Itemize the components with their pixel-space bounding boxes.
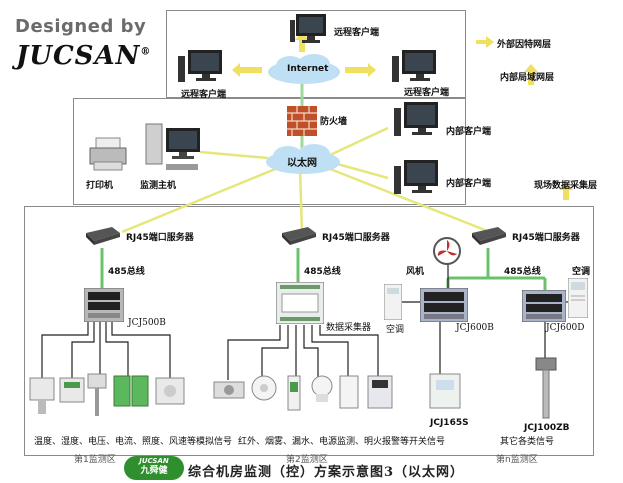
zone2-sensors	[213, 375, 393, 411]
footer-logo: JUCSAN 九舜健	[124, 456, 184, 480]
field-layer-box	[24, 206, 594, 456]
internal-client-1-label: 内部客户端	[446, 127, 492, 137]
zone3-signals-label: 其它各类信号	[500, 437, 555, 447]
firewall-icon	[287, 106, 317, 136]
bus-2-label: 485总线	[304, 267, 341, 277]
footer-logo-cn: 九舜健	[140, 466, 168, 476]
zone1-signals-label: 温度、湿度、电压、电流、照度、风速等模拟信号	[34, 437, 233, 447]
jcj600b-controller-icon	[420, 288, 468, 322]
external-layer-label: 外部因特网层	[497, 40, 552, 50]
eth-to-client1-line	[329, 126, 389, 157]
diagram-caption: 综合机房监测（控）方案示意图3（以太网）	[188, 465, 465, 480]
jcj500b-controller-icon	[84, 288, 124, 322]
server-2-label: RJ45端口服务器	[322, 233, 390, 243]
jcj600d-label: JCJ600D	[546, 323, 585, 333]
firewall-label: 防火墙	[320, 117, 348, 127]
fan-icon	[433, 237, 461, 265]
server-3-label: RJ45端口服务器	[512, 233, 580, 243]
eth-to-server2-line	[298, 167, 304, 233]
monitor-icon	[290, 14, 326, 43]
eth-to-server1-line	[121, 163, 286, 234]
zone1-wires	[41, 320, 171, 380]
zone1-sensors	[29, 373, 185, 416]
data-collector-icon	[276, 282, 324, 324]
jcj600b-label: JCJ600B	[456, 323, 494, 333]
ethernet-cloud	[266, 144, 340, 174]
jcj165s-sensor-icon	[429, 373, 461, 409]
port-server-icon	[86, 227, 120, 245]
ac-unit-icon	[568, 278, 588, 318]
eth-to-server3-line	[319, 163, 491, 234]
internal-client-2-label: 内部客户端	[446, 179, 492, 189]
internet-cloud	[268, 54, 340, 84]
jcj100zb-label: JCJ100ZB	[524, 423, 570, 433]
field-layer-label: 现场数据采集层	[534, 181, 598, 191]
remote-client-left-label: 远程客户端	[181, 90, 227, 100]
arrow-up-1	[524, 64, 538, 85]
remote-client-right-label: 远程客户端	[404, 88, 450, 98]
arrow-to-left-client	[232, 63, 262, 77]
internal-layer-label: 内部局域网层	[500, 73, 555, 83]
zone2-signals-label: 红外、烟雾、漏水、电源监测、明火报警等开关信号	[238, 437, 446, 447]
ac-left-label: 空调	[386, 325, 405, 335]
ethernet-label: 以太网	[287, 158, 317, 169]
monitor-icon	[178, 50, 222, 82]
arrow-external-layer	[476, 36, 494, 48]
remote-client-top-label: 远程客户端	[334, 28, 380, 38]
zone3-label: 第n监测区	[496, 455, 538, 465]
port-server-icon	[282, 227, 316, 245]
arrow-to-right-client	[345, 63, 376, 77]
jcj500b-label: JCJ500B	[128, 318, 166, 328]
monitor-icon	[394, 160, 438, 194]
bus-3-label: 485总线	[504, 267, 541, 277]
zone2-label: 第2监测区	[286, 455, 328, 465]
bus-1-label: 485总线	[108, 267, 145, 277]
eth-to-host-line	[199, 150, 269, 160]
eth-to-client2-line	[329, 160, 389, 180]
server-1-label: RJ45端口服务器	[126, 233, 194, 243]
footer-logo-en: JUCSAN	[139, 457, 169, 465]
jcj600d-controller-icon	[522, 290, 566, 322]
fan-label: 风机	[406, 267, 425, 277]
designed-by-text: Designed by	[15, 16, 147, 37]
zone2-wires	[227, 325, 379, 380]
ac-unit-icon	[384, 284, 402, 320]
monitor-icon	[392, 50, 436, 82]
arrow-up-2	[559, 182, 573, 200]
jcj165s-label: JCJ165S	[430, 418, 469, 428]
internet-label: Internet	[287, 64, 329, 74]
collector-label: 数据采集器	[326, 323, 372, 333]
monitor-icon	[394, 102, 438, 136]
brand-logo: JUCSAN®	[16, 41, 152, 71]
printer-icon	[89, 137, 127, 171]
port-server-icon	[472, 227, 506, 245]
jcj100zb-probe-icon	[535, 357, 557, 419]
printer-label: 打印机	[86, 181, 114, 191]
ac-right-label: 空调	[572, 267, 591, 277]
host-computer-icon	[145, 123, 200, 170]
host-label: 监测主机	[140, 181, 177, 191]
zone1-label: 第1监测区	[74, 455, 116, 465]
